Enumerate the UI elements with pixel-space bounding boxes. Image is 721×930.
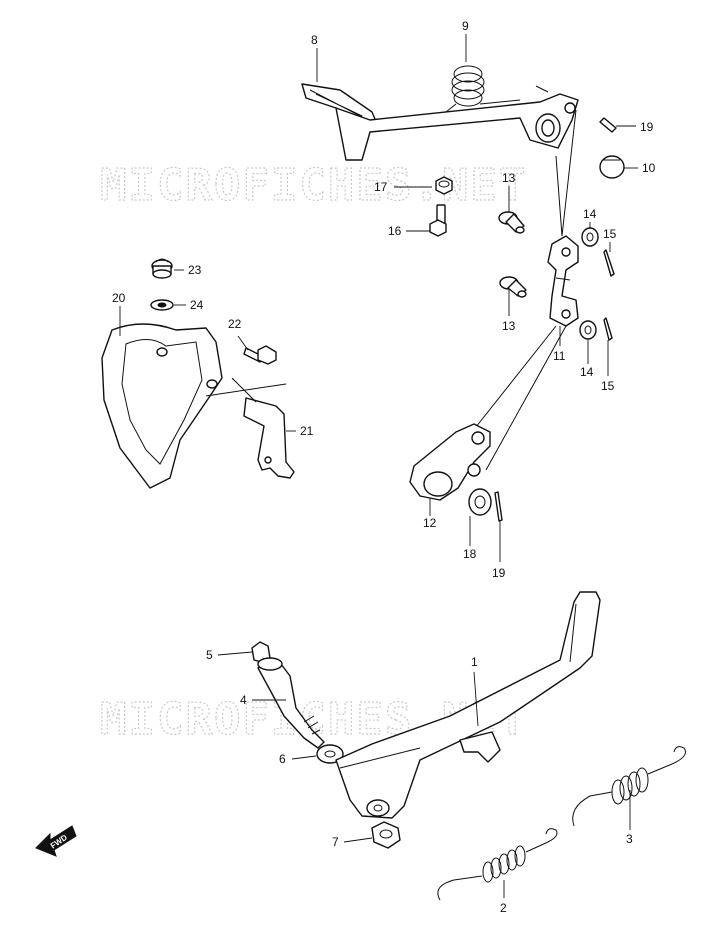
side-stand-spring-3 <box>572 746 686 827</box>
cotter-pin-lower <box>494 491 503 522</box>
callout-16: 16 <box>388 224 402 238</box>
callout-6: 6 <box>279 752 286 766</box>
heel-guard-plate <box>101 323 223 489</box>
callout-5: 5 <box>206 648 213 662</box>
brake-pedal-arm <box>335 93 579 161</box>
brake-rod-clevis <box>547 235 579 327</box>
callout-15-upper: 15 <box>603 227 617 241</box>
callout-11: 11 <box>553 349 566 363</box>
pedal-cap <box>599 155 625 179</box>
washer-14-upper <box>581 227 599 247</box>
callout-1: 1 <box>471 655 478 669</box>
callout-4: 4 <box>240 693 247 707</box>
callout-3: 3 <box>626 832 633 846</box>
callout-14-lower: 14 <box>580 365 594 379</box>
watermark-top: MICROFICHES.NET <box>100 160 527 211</box>
callout-17: 17 <box>374 180 388 194</box>
washer-18 <box>468 488 492 516</box>
heel-guard-bracket <box>243 397 295 479</box>
side-stand <box>335 591 601 819</box>
washer-6 <box>316 744 344 764</box>
callout-18: 18 <box>463 547 477 561</box>
washer-24 <box>150 299 174 311</box>
callout-12: 12 <box>423 516 437 530</box>
callout-20: 20 <box>112 291 126 305</box>
bolt-16 <box>429 204 447 237</box>
callout-22: 22 <box>228 317 242 331</box>
side-stand-spring-2 <box>437 828 558 901</box>
callout-2: 2 <box>500 901 507 915</box>
clevis-pin-upper <box>498 211 525 234</box>
callout-19-lower: 19 <box>492 566 506 580</box>
nut-17 <box>435 176 453 195</box>
callout-15-lower: 15 <box>601 379 615 393</box>
callout-7: 7 <box>332 835 339 849</box>
callout-21: 21 <box>300 424 314 438</box>
cotter-pin-upper <box>599 117 617 133</box>
callout-8: 8 <box>311 33 318 47</box>
nut-7 <box>371 821 401 849</box>
brake-cam-lever <box>409 423 491 501</box>
cotter-pin-15-lower <box>603 317 613 341</box>
callout-23: 23 <box>188 263 202 277</box>
side-stand-bolt <box>257 657 325 749</box>
cotter-pin-15-upper <box>603 249 615 277</box>
callout-14-upper: 14 <box>583 207 597 221</box>
callout-24: 24 <box>190 298 204 312</box>
callout-13-lower: 13 <box>502 319 516 333</box>
callout-10: 10 <box>642 161 656 175</box>
callout-13-upper: 13 <box>502 171 516 185</box>
callout-19-upper: 19 <box>640 120 654 134</box>
bolt-23 <box>151 258 173 279</box>
bolt-22 <box>243 345 277 365</box>
clevis-pin-lower <box>499 276 527 298</box>
forward-arrow-icon: FWD <box>35 825 77 857</box>
washer-14-lower <box>579 320 597 340</box>
pedal-return-spring <box>445 65 521 113</box>
callout-9: 9 <box>462 19 469 33</box>
